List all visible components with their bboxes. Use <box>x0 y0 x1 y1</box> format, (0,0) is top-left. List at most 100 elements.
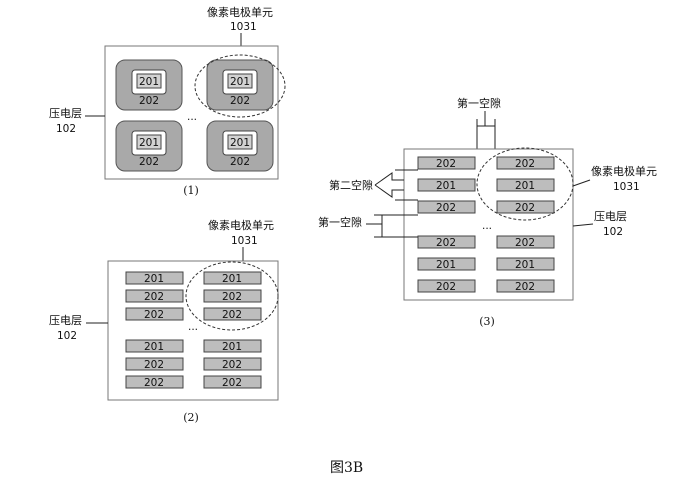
bar-stack-right-bottom: 201 202 202 <box>203 339 262 389</box>
electrode-202 <box>496 279 555 293</box>
panel-3: 第一空隙 202 201 202 202 201 202 202 201 <box>318 96 657 328</box>
electrode-202 <box>496 156 555 170</box>
code-201: 201 <box>222 273 242 285</box>
ellipsis: ... <box>188 321 198 333</box>
cell-top-right: 201 202 <box>206 59 274 111</box>
cell-top-left: 201 202 <box>115 59 183 111</box>
code-202: 202 <box>436 158 456 170</box>
code-201: 201 <box>139 137 159 149</box>
caption-3: (3) <box>479 315 495 328</box>
piezo-label-2: 压电层 <box>49 314 82 327</box>
electrode-201 <box>136 134 162 150</box>
electrode-201 <box>227 134 253 150</box>
code-202: 202 <box>515 158 535 170</box>
bar-stack-left-top: 201 202 202 <box>125 271 184 321</box>
bar-column-left: 202 201 202 202 201 202 <box>417 156 476 293</box>
code-201: 201 <box>139 76 159 88</box>
electrode-202 <box>203 307 262 321</box>
code-201: 201 <box>230 137 250 149</box>
cell-bottom-right: 201 202 <box>206 120 274 172</box>
code-202: 202 <box>436 202 456 214</box>
bar-stack-right-top: 201 202 202 <box>203 271 262 321</box>
leader-line <box>572 223 594 227</box>
code-202: 202 <box>222 359 242 371</box>
code-202: 202 <box>144 291 164 303</box>
electrode-202 <box>417 279 476 293</box>
pixel-unit-outline <box>194 54 286 118</box>
code-202: 202 <box>139 95 159 107</box>
electrode-201 <box>203 271 262 285</box>
code-201: 201 <box>436 180 456 192</box>
electrode-201 <box>125 271 184 285</box>
code-202: 202 <box>144 309 164 321</box>
electrode-202 <box>125 375 184 389</box>
arrow-icon <box>374 172 404 198</box>
code-202: 202 <box>144 359 164 371</box>
figure-title: 图3B <box>330 460 363 476</box>
pixel-unit-outline <box>185 261 279 331</box>
code-202: 202 <box>222 377 242 389</box>
pixel-unit-label-1: 像素电极单元 <box>207 5 273 19</box>
electrode-202 <box>125 357 184 371</box>
electrode-201 <box>417 178 476 192</box>
second-gap-label: 第二空隙 <box>329 178 373 192</box>
panel-1: 像素电极单元 1031 201 202 201 202 201 202 <box>49 5 286 197</box>
code-201: 201 <box>515 259 535 271</box>
code-201: 201 <box>222 341 242 353</box>
caption-2: (2) <box>183 411 199 424</box>
electrode-202 <box>496 235 555 249</box>
code-202: 202 <box>515 237 535 249</box>
pixel-unit-label-2: 像素电极单元 <box>208 218 274 232</box>
electrode-201 <box>417 257 476 271</box>
code-202: 202 <box>230 95 250 107</box>
electrode-202 <box>417 235 476 249</box>
pixel-unit-outline <box>476 147 574 221</box>
pixel-unit-number-2: 1031 <box>231 235 258 247</box>
code-201: 201 <box>144 341 164 353</box>
pixel-unit-number-3: 1031 <box>613 181 640 193</box>
electrode-201 <box>136 73 162 89</box>
pixel-unit-label-3: 像素电极单元 <box>591 164 657 178</box>
piezo-number-1: 102 <box>56 123 76 135</box>
electrode-202 <box>203 289 262 303</box>
electrode-202 <box>417 156 476 170</box>
code-202: 202 <box>515 202 535 214</box>
electrode-202 <box>203 357 262 371</box>
code-202: 202 <box>222 309 242 321</box>
electrode-201 <box>125 339 184 353</box>
panel-2: 像素电极单元 1031 201 202 202 201 202 202 201 … <box>49 218 279 424</box>
ellipsis: ... <box>187 111 197 123</box>
electrode-202 <box>417 200 476 214</box>
pixel-unit-number-1: 1031 <box>230 21 257 33</box>
code-202: 202 <box>515 281 535 293</box>
code-202: 202 <box>230 156 250 168</box>
code-201: 201 <box>144 273 164 285</box>
code-202: 202 <box>144 377 164 389</box>
code-201: 201 <box>230 76 250 88</box>
first-gap-label-left: 第一空隙 <box>318 215 362 229</box>
piezo-number-3: 102 <box>603 226 623 238</box>
electrode-202 <box>203 375 262 389</box>
ellipsis: ... <box>482 220 492 232</box>
code-202: 202 <box>139 156 159 168</box>
piezo-label-1: 压电层 <box>49 107 82 120</box>
code-202: 202 <box>436 281 456 293</box>
electrode-201 <box>496 178 555 192</box>
caption-1: (1) <box>183 184 199 197</box>
piezo-label-3: 压电层 <box>594 210 627 223</box>
electrode-201 <box>203 339 262 353</box>
bar-stack-left-bottom: 201 202 202 <box>125 339 184 389</box>
code-202: 202 <box>436 237 456 249</box>
code-201: 201 <box>436 259 456 271</box>
leader-line <box>572 179 591 187</box>
cell-bottom-left: 201 202 <box>115 120 183 172</box>
electrode-202 <box>125 289 184 303</box>
electrode-202 <box>125 307 184 321</box>
bar-column-right: 202 201 202 202 201 202 <box>496 156 555 293</box>
first-gap-label-top: 第一空隙 <box>457 96 501 110</box>
electrode-201 <box>496 257 555 271</box>
electrode-202 <box>496 200 555 214</box>
piezo-layer-3 <box>403 148 574 301</box>
electrode-201 <box>227 73 253 89</box>
